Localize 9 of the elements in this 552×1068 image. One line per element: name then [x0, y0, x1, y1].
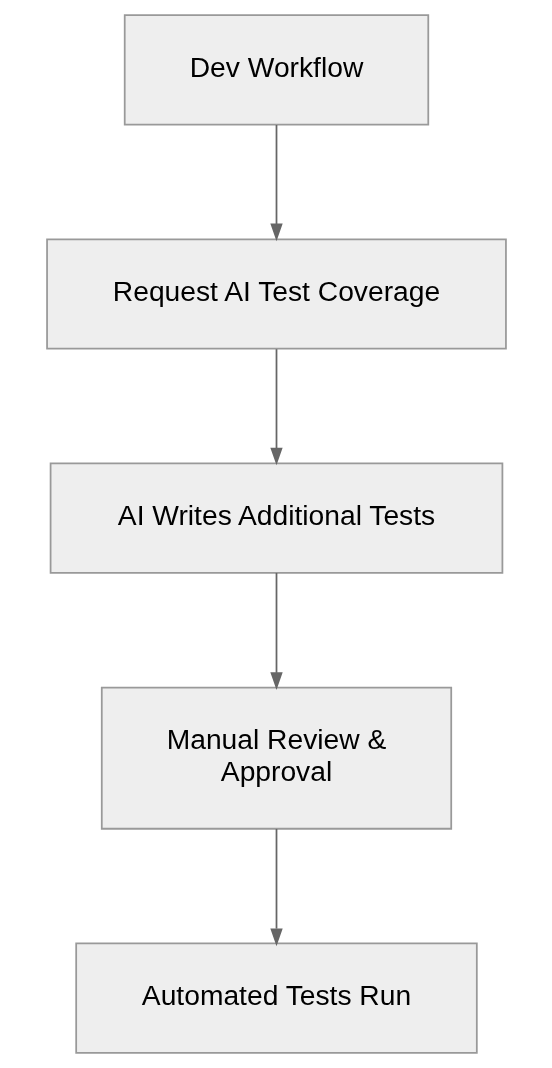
arrow	[269, 828, 283, 947]
node-box: Dev Workflow	[123, 14, 429, 126]
node-box: Automated Tests Run	[74, 942, 478, 1054]
node-box: Manual Review & Approval	[100, 686, 452, 830]
arrow	[269, 348, 283, 466]
arrow	[269, 572, 283, 690]
node-box: AI Writes Additional Tests	[49, 462, 503, 574]
arrow	[269, 124, 283, 242]
node-box: Request AI Test Coverage	[45, 238, 507, 350]
